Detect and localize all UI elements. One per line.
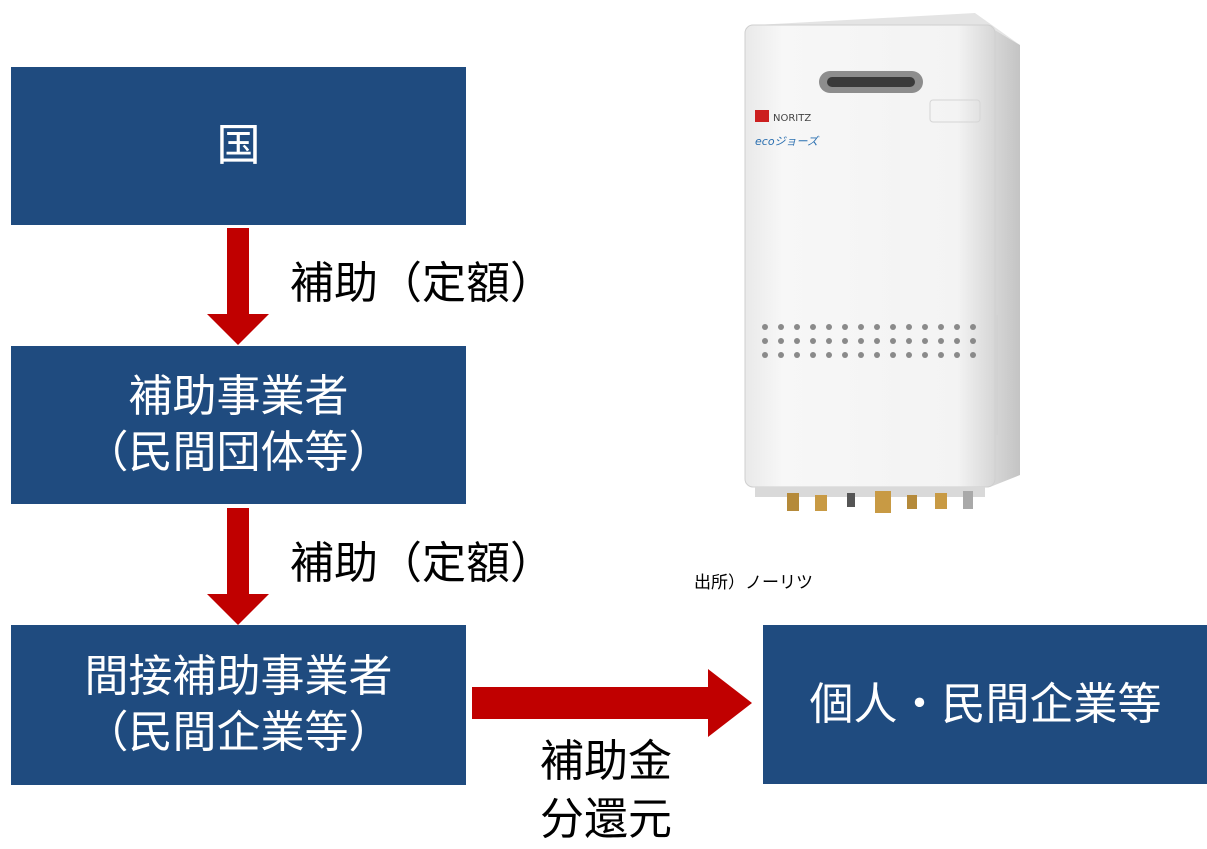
arrow-right-icon (472, 669, 752, 737)
subsidy-label-1: 補助（定額） (290, 258, 554, 309)
brand-text: NORITZ (773, 113, 811, 124)
box-recipient: 個人・民間企業等 (763, 625, 1207, 784)
box-recipient-label: 個人・民間企業等 (809, 678, 1162, 730)
box-operator-line2: （民間団体等） (84, 427, 393, 478)
source-caption: 出所）ノーリツ (694, 573, 813, 593)
arrow-down-2-icon (207, 508, 269, 625)
box-indirect-line2: （民間企業等） (84, 707, 393, 758)
box-country-label: 国 (216, 120, 261, 171)
box-indirect: 間接補助事業者 （民間企業等） (11, 625, 466, 785)
return-label-line2: 分還元 (540, 794, 672, 845)
water-heater-image: NORITZ ecoジョーズ (744, 13, 1020, 513)
box-indirect-line1: 間接補助事業者 (84, 651, 393, 702)
box-operator: 補助事業者 （民間団体等） (11, 346, 466, 504)
vent-holes (762, 324, 976, 358)
pipe-fittings (787, 491, 973, 513)
box-country: 国 (11, 67, 466, 225)
return-label-line1: 補助金 (540, 736, 672, 787)
noritz-logo-icon (755, 110, 769, 122)
subsidy-label-2: 補助（定額） (290, 538, 554, 589)
return-label: 補助金 分還元 (540, 733, 672, 849)
arrow-down-1-icon (207, 228, 269, 345)
series-text: ecoジョーズ (755, 135, 820, 148)
box-operator-line1: 補助事業者 (128, 371, 349, 422)
